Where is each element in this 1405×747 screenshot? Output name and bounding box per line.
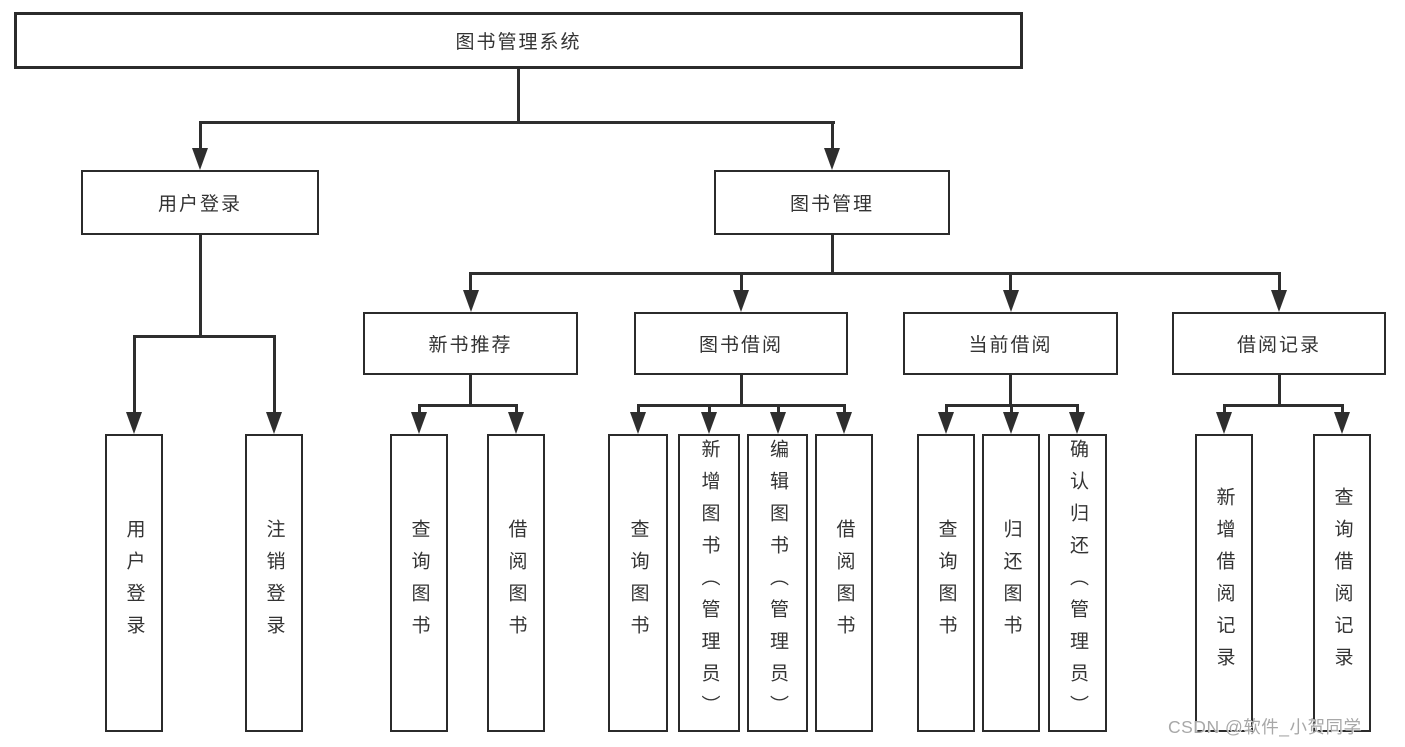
connector-line	[1277, 273, 1281, 292]
node-label: 注销登录	[263, 519, 285, 647]
node-label: 用户登录	[157, 194, 242, 215]
arrow-down-icon	[1069, 412, 1085, 434]
node-label: 借阅记录	[1236, 335, 1321, 356]
connector-line	[417, 405, 421, 414]
connector-line	[830, 122, 834, 151]
leaf-return-books: 归还图书	[982, 434, 1040, 732]
node-label: 借阅图书	[505, 519, 527, 647]
node-book-borrowing: 图书借阅	[634, 312, 848, 375]
leaf-add-books-admin: 新增图书（管理员）	[678, 434, 740, 732]
connector-line	[198, 235, 202, 337]
node-label: 编辑图书（管理员）	[767, 439, 788, 727]
connector-line	[132, 334, 276, 338]
arrow-down-icon	[126, 412, 142, 434]
connector-line	[842, 405, 846, 414]
leaf-user-login: 用户登录	[105, 434, 163, 732]
node-label: 新书推荐	[428, 335, 513, 356]
connector-line	[469, 273, 472, 292]
arrow-down-icon	[630, 412, 646, 434]
node-label: 新增图书（管理员）	[698, 439, 720, 727]
connector-line	[1277, 375, 1281, 407]
watermark: CSDN @软件_小贺同学	[1168, 717, 1362, 737]
node-current-borrowing: 当前借阅	[903, 312, 1118, 375]
node-library-system: 图书管理系统	[14, 12, 1023, 69]
leaf-query-borrow-record: 查询借阅记录	[1313, 434, 1371, 732]
node-book-management: 图书管理	[714, 170, 950, 235]
connector-line	[1340, 405, 1344, 414]
node-borrowing-records: 借阅记录	[1172, 312, 1386, 375]
arrow-down-icon	[1334, 412, 1350, 434]
arrow-down-icon	[938, 412, 954, 434]
connector-line	[198, 122, 202, 151]
node-label: 查询图书	[408, 519, 430, 647]
arrow-down-icon	[508, 412, 524, 434]
connector-line	[636, 403, 846, 407]
node-label: 图书借阅	[698, 335, 783, 356]
connector-line	[944, 405, 948, 414]
connector-line	[469, 375, 472, 407]
arrow-down-icon	[462, 290, 479, 312]
node-label: 图书管理	[789, 194, 874, 215]
leaf-borrow-books-borrowing: 借阅图书	[815, 434, 873, 732]
leaf-query-books-borrowing: 查询图书	[608, 434, 668, 732]
connector-line	[739, 273, 743, 292]
arrow-down-icon	[1002, 290, 1019, 312]
arrow-down-icon	[701, 412, 717, 434]
connector-line	[776, 405, 780, 414]
arrow-down-icon	[733, 290, 749, 312]
arrow-down-icon	[1216, 412, 1232, 434]
connector-line	[198, 120, 835, 124]
arrow-down-icon	[266, 412, 282, 434]
connector-line	[1009, 375, 1012, 407]
node-label: 用户登录	[123, 519, 145, 647]
node-label: 查询图书	[935, 519, 957, 647]
connector-line	[417, 403, 518, 407]
node-label: 借阅图书	[833, 519, 855, 647]
connector-line	[636, 405, 640, 414]
node-new-book-recommendation: 新书推荐	[363, 312, 578, 375]
node-label: 查询图书	[627, 519, 649, 647]
connector-line	[516, 69, 520, 122]
node-label: 当前借阅	[968, 335, 1053, 356]
node-label: 新增借阅记录	[1213, 487, 1235, 679]
arrow-down-icon	[1003, 412, 1019, 434]
node-label: 查询借阅记录	[1331, 487, 1353, 679]
arrow-down-icon	[836, 412, 852, 434]
arrow-down-icon	[824, 148, 840, 170]
leaf-logout: 注销登录	[245, 434, 303, 732]
connector-line	[132, 336, 136, 414]
connector-line	[514, 405, 518, 414]
node-user-login: 用户登录	[81, 170, 319, 235]
arrow-down-icon	[411, 412, 427, 434]
node-label: 确认归还（管理员）	[1067, 439, 1088, 727]
connector-line	[830, 235, 834, 275]
arrow-down-icon	[192, 148, 208, 170]
leaf-borrow-books-newbook: 借阅图书	[487, 434, 545, 732]
connector-line	[739, 375, 743, 407]
connector-line	[469, 271, 1281, 275]
leaf-query-books-newbook: 查询图书	[390, 434, 448, 732]
arrow-down-icon	[1271, 290, 1287, 312]
connector-line	[707, 405, 711, 414]
leaf-add-borrow-record: 新增借阅记录	[1195, 434, 1253, 732]
connector-line	[1009, 405, 1013, 414]
connector-line	[1009, 273, 1012, 292]
arrow-down-icon	[770, 412, 786, 434]
connector-line	[1222, 405, 1226, 414]
connector-line	[1222, 403, 1344, 407]
leaf-confirm-return-admin: 确认归还（管理员）	[1048, 434, 1107, 732]
connector-line	[272, 336, 276, 414]
leaf-query-books-current: 查询图书	[917, 434, 975, 732]
node-label: 图书管理系统	[455, 32, 582, 53]
node-label: 归还图书	[1000, 519, 1022, 647]
leaf-edit-books-admin: 编辑图书（管理员）	[747, 434, 808, 732]
connector-line	[1075, 405, 1079, 414]
